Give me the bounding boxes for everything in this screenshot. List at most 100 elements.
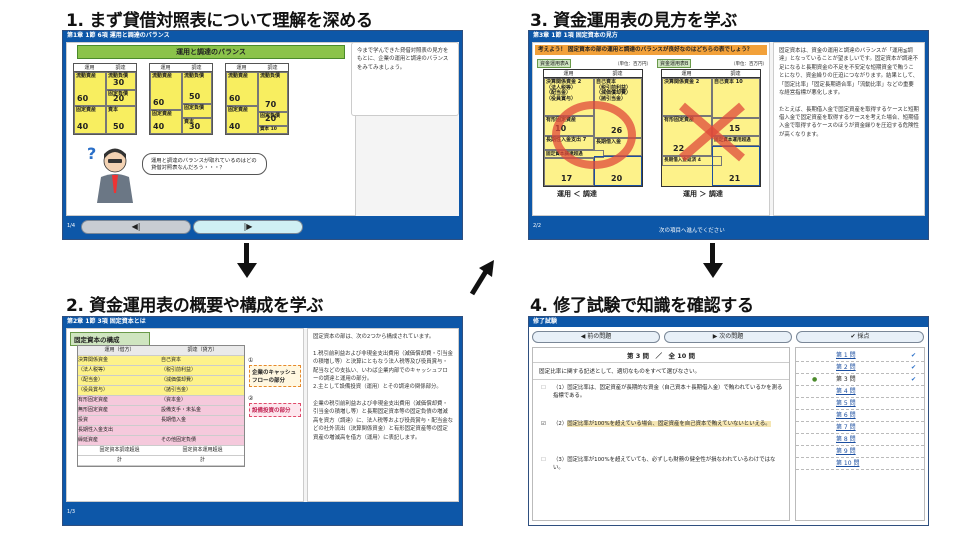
unit-a: （単位：百万円）: [615, 62, 651, 67]
question-list: 第 1 問✔ 第 2 問✔ ●第 3 問✔ 第 4 問 第 5 問 第 6 問 …: [795, 347, 925, 521]
col-use: 運用: [226, 64, 257, 72]
col-use-header: 運用（借方）: [78, 346, 161, 356]
next-page-button[interactable]: |▶: [193, 220, 303, 234]
col-fund-header: 調達（貸方）: [161, 346, 244, 356]
screen-title: 第1章 1節 6項 運用と調達のバランス: [63, 31, 462, 41]
current-marker-icon: ●: [812, 376, 818, 383]
screen-fund-table-reading: 第3章 1節 1項 固定資本の見方 考えよう！ 固定資本の部の運用と調達のバラン…: [528, 30, 929, 240]
next-question-button[interactable]: ▶ 次の問題: [664, 331, 792, 343]
compare-b: 運用 ＞ 調達: [683, 190, 723, 198]
option-2[interactable]: ☑（2）固定比率が100%を超えている場合、固定資産を自己資本で賄えていないとい…: [541, 421, 771, 427]
question-link-6[interactable]: 第 6 問: [796, 410, 924, 422]
question-area: 第 3 問 ／ 全 10 問 固定比率に関する記述として、適切なものをすべて選び…: [532, 347, 790, 521]
use-rows: 決算関係資金 （法人税等） （配当金） （役員賞与） 有形固定資産 無形固定資産…: [78, 356, 161, 446]
option-3[interactable]: ☐（3）固定比率が100%を超えていても、必ずしも財務の健全性が損なわれているわ…: [541, 457, 776, 472]
explanation-panel: 今まで学んできた貸借対照表の見方をもとに、企業の運用と調達のバランスをみてみまし…: [351, 42, 459, 116]
screen-title: 第3章 1節 1項 固定資本の見方: [529, 31, 928, 41]
question-link-3[interactable]: ●第 3 問✔: [796, 374, 924, 386]
question-link-4[interactable]: 第 4 問: [796, 386, 924, 398]
exam-nav: ◀ 前の問題 ▶ 次の問題 ✔ 採点: [532, 331, 925, 345]
col-fund: 調達: [257, 64, 288, 72]
footer-bar: 1/3: [63, 502, 462, 525]
done-check-icon: ✔: [910, 364, 916, 371]
prev-page-button[interactable]: ◀|: [81, 220, 191, 234]
table-row: （法人税等）: [78, 366, 161, 376]
col-fund: 調達: [730, 71, 741, 77]
fund-rows: 自己資本 （税引前利益） （減価償却費） （諸引当金） （資本金） 設備支手・未…: [161, 356, 244, 446]
table-row: （役員賞与）: [78, 386, 161, 396]
fund-table-a: 運用 調達 決算関係資金 2（法人税等）（配当金）（役員賞与） 自己資本（税引前…: [543, 69, 643, 187]
question-counter: 第 3 問 ／ 全 10 問: [533, 348, 789, 363]
screen-balance-sheet: 第1章 1節 6項 運用と調達のバランス 運用と調達のバランス 運用 調達 流動…: [62, 30, 463, 240]
cell-fixed-liab: 固定負債: [182, 104, 212, 118]
footer-bar: 1/4 ◀| |▶: [63, 216, 462, 239]
content-area: 考えよう！ 固定資本の部の運用と調達のバランスが良好なのはどちらの表でしょう？ …: [532, 42, 925, 216]
cell-capital: 資本 10: [258, 126, 288, 134]
table-row: 長期性入金支出: [78, 426, 161, 436]
total-left: 計: [78, 456, 161, 466]
table-a-label: 資金運用表A: [537, 59, 572, 68]
table-row: 自己資本: [161, 356, 244, 366]
footer-left: 固定資本調達超過: [78, 446, 161, 456]
check-icon: ✔: [850, 333, 858, 340]
marker-1: ①: [248, 357, 254, 364]
question-link-1[interactable]: 第 1 問✔: [796, 350, 924, 362]
circle-mark-icon: [552, 101, 636, 169]
question-link-8[interactable]: 第 8 問: [796, 434, 924, 446]
score-button[interactable]: ✔ 採点: [796, 331, 924, 343]
step-2-heading: 2. 資金運用表の概要や構成を学ぶ: [66, 296, 324, 316]
table-row: 決算関係資金: [78, 356, 161, 366]
table-row: 投資: [78, 416, 161, 426]
checkbox-1[interactable]: ☐: [541, 385, 546, 391]
page-number: 1/3: [67, 509, 76, 515]
table-row: [161, 426, 244, 436]
question-link-10[interactable]: 第 10 問: [796, 458, 924, 470]
unit-b: （単位：百万円）: [731, 62, 767, 67]
cell-own-capital: 自己資本 10: [712, 78, 760, 118]
table-row: （資本金）: [161, 396, 244, 406]
col-fund: 調達: [181, 64, 212, 72]
cashflow-label: 企業のキャッシュフローの部分: [249, 365, 301, 387]
table-row: （減価償却費）: [161, 376, 244, 386]
question-link-9[interactable]: 第 9 問: [796, 446, 924, 458]
prev-question-button[interactable]: ◀ 前の問題: [532, 331, 660, 343]
fund-structure-table: 運用（借方） 調達（貸方） 決算関係資金 （法人税等） （配当金） （役員賞与）…: [77, 345, 245, 467]
col-fund: 調達: [612, 71, 623, 77]
question-link-7[interactable]: 第 7 問: [796, 422, 924, 434]
done-check-icon: ✔: [910, 376, 916, 383]
page-number: 1/4: [67, 223, 76, 229]
checkbox-3[interactable]: ☐: [541, 457, 546, 463]
screen-title: 第2章 1節 3項 固定資本とは: [63, 317, 462, 327]
table-b-label: 資金運用表B: [657, 59, 692, 68]
col-fund: 調達: [105, 64, 136, 72]
table-row: 無形固定資産: [78, 406, 161, 416]
cell-total-b-fund: 21: [712, 146, 760, 186]
question-link-5[interactable]: 第 5 問: [796, 398, 924, 410]
table-row: 設備支手・未払金: [161, 406, 244, 416]
total-right: 計: [161, 456, 244, 466]
question-link-2[interactable]: 第 2 問✔: [796, 362, 924, 374]
checkbox-2[interactable]: ☑: [541, 421, 546, 427]
explanation-panel: 固定資本の部は、次の2つから構成されています。 1.税引前利益および非現金支出費…: [307, 328, 459, 502]
option-1[interactable]: ☐（1）固定比率は、固定資産が長期的な資金（自己資本＋長期借入金）で賄われている…: [541, 385, 783, 400]
slide-panel: 考えよう！ 固定資本の部の運用と調達のバランスが良好なのはどちらの表でしょう？ …: [532, 42, 770, 216]
slide-heading: 固定資本の構成: [70, 332, 150, 346]
diagonal-up-arrow-icon: [469, 260, 494, 296]
footer-right: 固定資本運用超過: [161, 446, 244, 456]
screen-final-exam: 修了試験 ◀ 前の問題 ▶ 次の問題 ✔ 採点 第 3 問 ／ 全 10 問 固…: [528, 316, 929, 526]
